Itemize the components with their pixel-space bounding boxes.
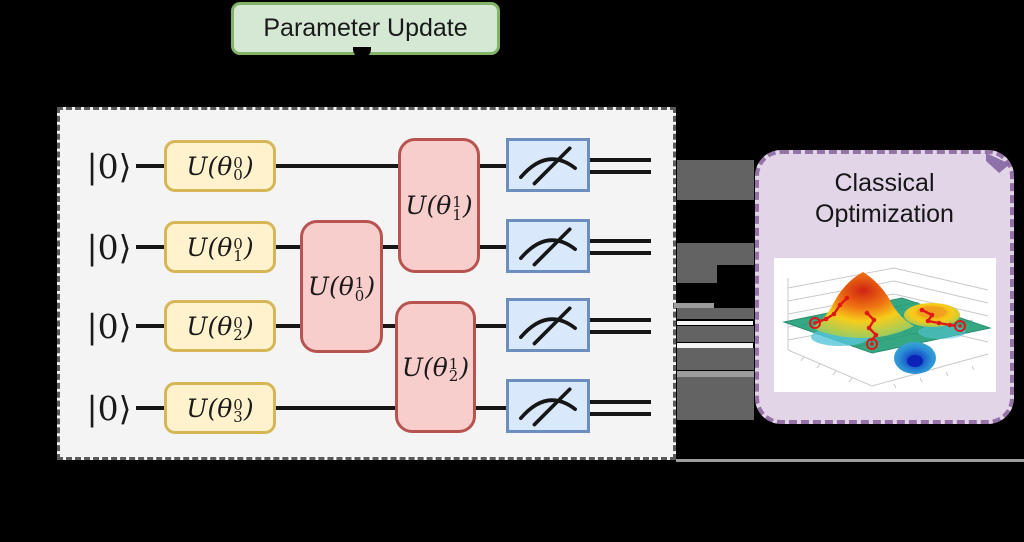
classical-wire	[590, 170, 651, 174]
ket-zero-label: |0⟩	[86, 388, 132, 428]
parameter-update-label: Parameter Update	[263, 14, 468, 42]
feedback-arrowhead	[353, 47, 371, 58]
meter-icon	[519, 306, 577, 346]
peaks-surface-icon	[782, 267, 992, 389]
measurement-box	[506, 379, 590, 433]
arrow-band	[677, 377, 754, 420]
arrow-band	[677, 243, 754, 265]
arrow-band	[677, 371, 754, 377]
qubit-wire	[136, 164, 506, 168]
measurement-box	[506, 138, 590, 192]
classical-optimization-title: Classical Optimization	[759, 168, 1010, 230]
meter-icon	[519, 146, 577, 186]
classical-wire	[590, 251, 651, 255]
classical-wire	[590, 158, 651, 162]
meter-icon	[519, 227, 577, 267]
ket-zero-label: |0⟩	[86, 227, 132, 267]
arrow-band	[677, 326, 754, 342]
classical-wire	[590, 239, 651, 243]
loop-arrow-line	[676, 459, 1024, 462]
ket-zero-label: |0⟩	[86, 306, 132, 346]
classical-optimization-box: Classical Optimization	[755, 150, 1014, 424]
arrow-band	[677, 308, 754, 319]
ket-zero-label: |0⟩	[86, 146, 132, 186]
arrow-band	[677, 343, 753, 348]
meter-icon	[519, 387, 577, 427]
arrow-band	[677, 160, 754, 200]
arrow-band	[677, 265, 717, 283]
measurement-box	[506, 298, 590, 352]
title-line-1: Classical	[834, 169, 935, 197]
classical-wire	[590, 318, 651, 322]
measurement-box	[506, 219, 590, 273]
title-line-2: Optimization	[815, 200, 954, 228]
qubit-wire	[136, 406, 506, 410]
classical-wire	[590, 400, 651, 404]
arrow-band	[677, 348, 754, 370]
arrow-band	[677, 321, 753, 325]
arrow-band	[674, 303, 714, 308]
classical-wire	[590, 330, 651, 334]
parameter-update-box: Parameter Update	[231, 2, 500, 55]
classical-wire	[590, 412, 651, 416]
optimization-surface-plot	[774, 258, 996, 392]
